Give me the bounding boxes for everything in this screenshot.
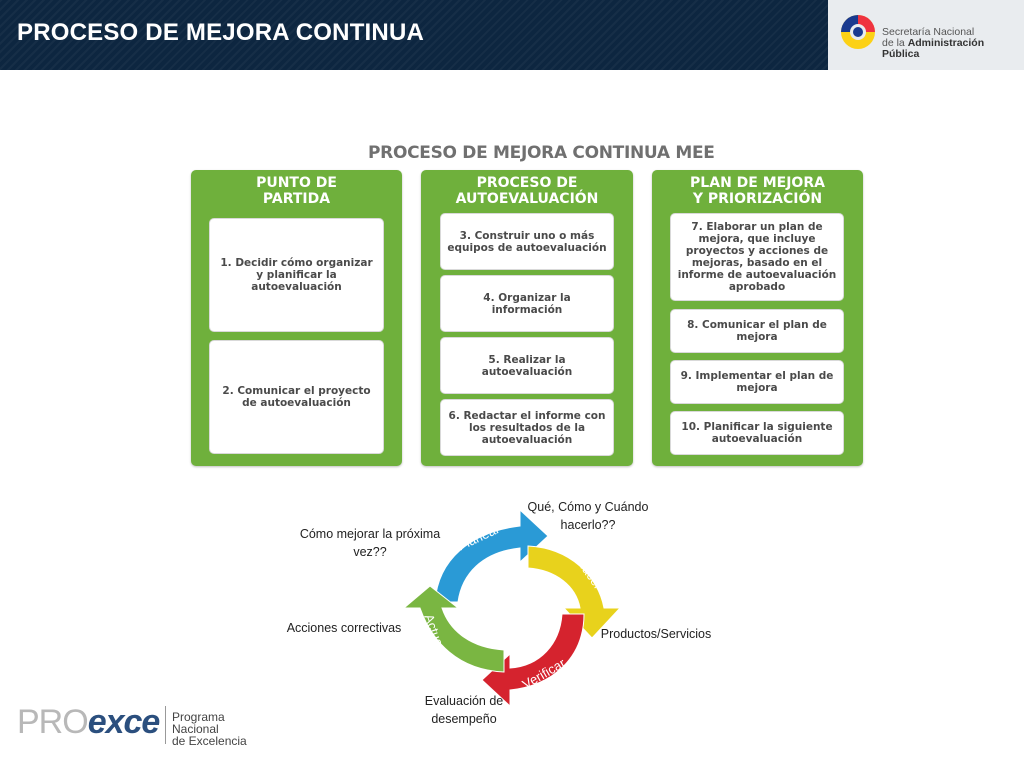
logo-line-2: de la Administración Pública — [882, 38, 1024, 60]
verificar-arrow — [481, 613, 585, 708]
step-box: 1. Decidir cómo organizar y planificar l… — [209, 218, 384, 332]
column-heading-line-2: Y PRIORIZACIÓN — [692, 191, 823, 207]
program-line-3: de Excelencia — [172, 734, 247, 748]
pdca-cycle: Planear Hacer Verificar Actuar — [402, 508, 622, 708]
actuar-arrow — [402, 585, 505, 673]
hacer-note: Productos/Servicios — [600, 627, 712, 641]
sna-emblem-icon — [841, 15, 875, 49]
column-heading: PUNTO DE PARTIDA — [191, 175, 402, 207]
step-box: 3. Construir uno o más equipos de autoev… — [440, 213, 614, 270]
proexce-logo-part-1: PRO — [17, 703, 89, 741]
program-name: Programa Nacional de Excelencia — [172, 711, 247, 747]
diagram-title: PROCESO DE MEJORA CONTINUA MEE — [368, 143, 715, 163]
program-line-2: Nacional — [172, 722, 219, 736]
column-heading: PROCESO DE AUTOEVALUACIÓN — [421, 175, 633, 207]
column-punto-de-partida: PUNTO DE PARTIDA 1. Decidir cómo organiz… — [191, 170, 402, 466]
logo-line-1: Secretaría Nacional — [882, 26, 975, 38]
sna-logo-text: Secretaría Nacional de la Administración… — [882, 27, 1024, 60]
column-heading-line-2: AUTOEVALUACIÓN — [455, 191, 599, 207]
step-box: 7. Elaborar un plan de mejora, que inclu… — [670, 213, 844, 301]
title-bar: PROCESO DE MEJORA CONTINUA — [0, 0, 828, 70]
step-box: 8. Comunicar el plan de mejora — [670, 309, 844, 353]
mejora-note: Cómo mejorar la próxima vez?? — [299, 527, 441, 559]
column-heading-line-1: PUNTO DE — [256, 175, 337, 191]
column-heading-line-2: PARTIDA — [262, 191, 331, 207]
logo-line-2-prefix: de la — [882, 37, 908, 49]
program-line-1: Programa — [172, 710, 225, 724]
proexce-logo-part-2: exce — [87, 703, 161, 741]
logo-line-2-bold: Administración Pública — [882, 37, 985, 60]
page-title: PROCESO DE MEJORA CONTINUA — [17, 19, 425, 46]
sna-logo: Secretaría Nacional de la Administración… — [828, 0, 1024, 70]
footer-divider — [165, 706, 166, 744]
step-box: 10. Planificar la siguiente autoevaluaci… — [670, 411, 844, 455]
proexce-logo: PROexce — [17, 703, 161, 742]
hacer-arrow — [527, 545, 622, 639]
column-heading-line-1: PROCESO DE — [476, 175, 578, 191]
column-plan-de-mejora: PLAN DE MEJORA Y PRIORIZACIÓN 7. Elabora… — [652, 170, 863, 466]
step-box: 6. Redactar el informe con los resultado… — [440, 399, 614, 456]
column-heading: PLAN DE MEJORA Y PRIORIZACIÓN — [652, 175, 863, 207]
column-heading-line-1: PLAN DE MEJORA — [690, 175, 825, 191]
step-box: 5. Realizar la autoevaluación — [440, 337, 614, 394]
step-box: 2. Comunicar el proyecto de autoevaluaci… — [209, 340, 384, 454]
verificar-note: Evaluación de desempeño — [424, 694, 504, 726]
step-box: 9. Implementar el plan de mejora — [670, 360, 844, 404]
planear-note: Qué, Cómo y Cuándo hacerlo?? — [527, 500, 649, 532]
planear-arrow — [434, 508, 549, 603]
actuar-note: Acciones correctivas — [286, 621, 402, 635]
column-proceso-de-autoevaluacion: PROCESO DE AUTOEVALUACIÓN 3. Construir u… — [421, 170, 633, 466]
step-box: 4. Organizar la información — [440, 275, 614, 332]
